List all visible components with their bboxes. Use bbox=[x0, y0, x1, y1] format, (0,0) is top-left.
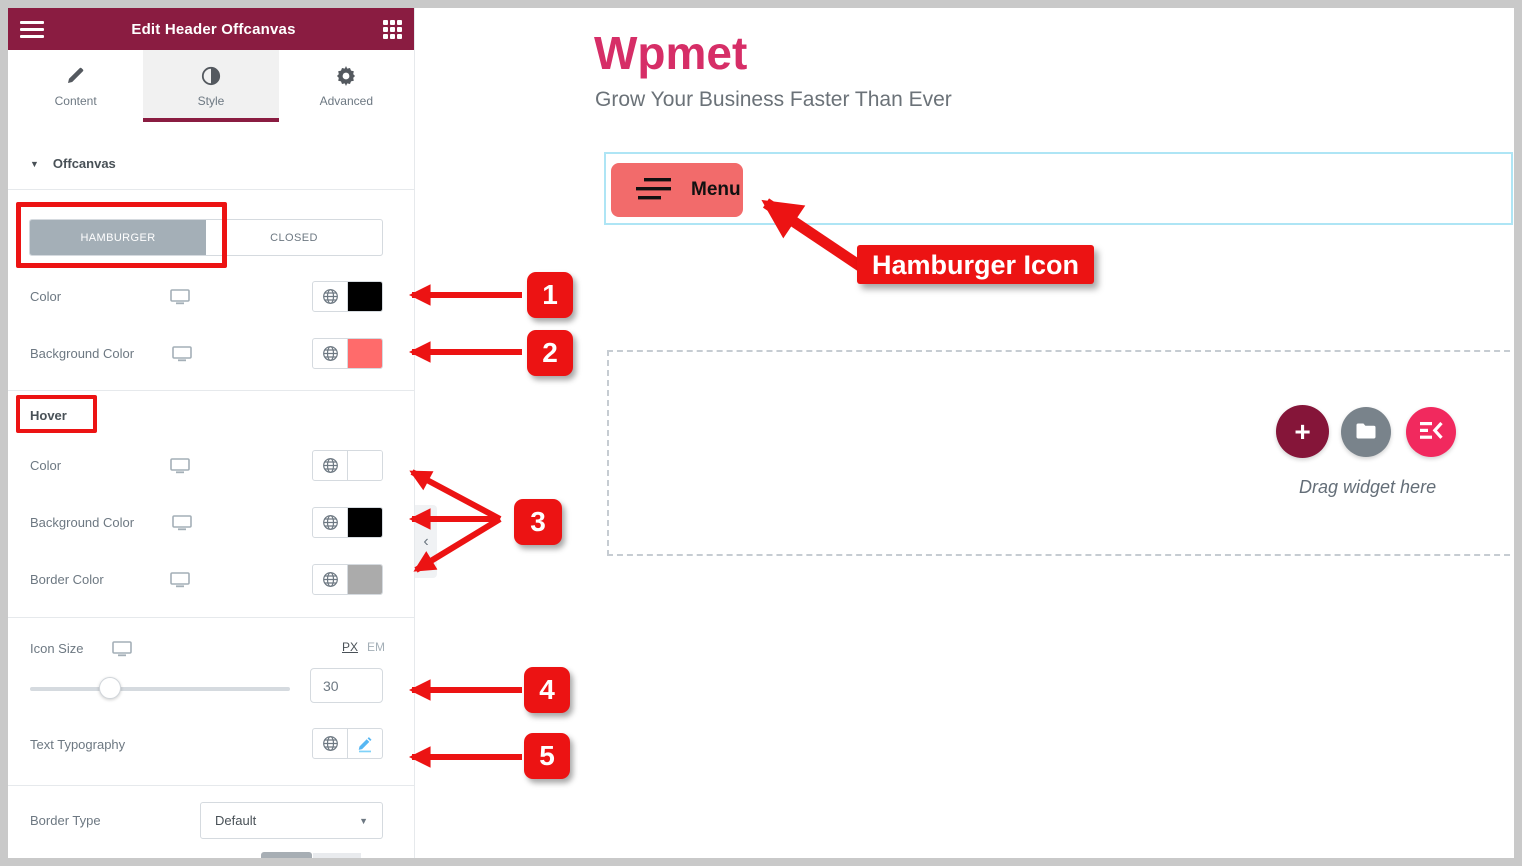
site-tagline-widget[interactable]: Grow Your Business Faster Than Ever bbox=[595, 88, 952, 111]
callout-badge-3: 3 bbox=[514, 499, 562, 545]
divider bbox=[8, 189, 415, 190]
color-control bbox=[312, 281, 383, 312]
callout-badge-4: 4 bbox=[524, 667, 570, 713]
tab-advanced-label: Advanced bbox=[319, 93, 373, 108]
hover-group-title: Hover bbox=[30, 408, 67, 423]
border-type-select[interactable]: Default ▼ bbox=[200, 802, 383, 839]
icon-size-label: Icon Size bbox=[30, 641, 84, 656]
hamburger-icon bbox=[636, 177, 674, 204]
responsive-desktop-icon[interactable] bbox=[112, 641, 132, 657]
contrast-icon bbox=[201, 65, 221, 87]
color-swatch[interactable] bbox=[348, 282, 382, 311]
clipped-next-control bbox=[261, 852, 383, 860]
unit-switcher: PX EM bbox=[342, 640, 385, 654]
hamburger-icon-annotation-label: Hamburger Icon bbox=[857, 245, 1095, 284]
hover-border-color-swatch[interactable] bbox=[348, 565, 382, 594]
divider bbox=[8, 390, 415, 391]
header-section-outline[interactable]: Menu bbox=[604, 152, 1513, 225]
panel-menu-icon[interactable] bbox=[20, 20, 44, 38]
menu-button-label: Menu bbox=[691, 179, 741, 200]
active-tab-underline bbox=[143, 118, 279, 122]
global-color-icon[interactable] bbox=[313, 508, 348, 537]
background-color-label: Background Color bbox=[30, 346, 135, 361]
hover-color-control bbox=[312, 450, 383, 481]
icon-size-input[interactable] bbox=[310, 668, 383, 703]
tab-content-label: Content bbox=[54, 93, 97, 108]
plus-icon: + bbox=[1294, 415, 1311, 447]
tab-content[interactable]: Content bbox=[8, 50, 144, 122]
panel-header: Edit Header Offcanvas bbox=[8, 8, 414, 50]
responsive-desktop-icon[interactable] bbox=[172, 515, 192, 531]
hover-border-color-control bbox=[312, 564, 383, 595]
widgets-grid-icon[interactable] bbox=[382, 19, 402, 39]
background-color-swatch[interactable] bbox=[348, 339, 382, 368]
text-typography-label: Text Typography bbox=[30, 737, 126, 752]
pencil-icon bbox=[66, 65, 85, 87]
offcanvas-menu-button[interactable]: Menu bbox=[611, 163, 743, 217]
responsive-desktop-icon[interactable] bbox=[170, 458, 190, 474]
global-color-icon[interactable] bbox=[313, 451, 348, 480]
tab-style-label: Style bbox=[197, 93, 225, 108]
add-widget-button[interactable]: + bbox=[1276, 405, 1329, 458]
color-label: Color bbox=[30, 289, 62, 304]
global-typography-icon[interactable] bbox=[313, 729, 348, 758]
icon-size-slider-handle[interactable] bbox=[99, 677, 121, 699]
callout-badge-1: 1 bbox=[527, 272, 573, 318]
elementskit-logo-icon bbox=[1419, 421, 1443, 442]
unit-em[interactable]: EM bbox=[367, 640, 386, 654]
panel-tabs: Content Style Advanced bbox=[8, 50, 414, 122]
toggle-option-hamburger[interactable]: HAMBURGER bbox=[30, 220, 206, 255]
elementskit-button[interactable] bbox=[1406, 407, 1456, 457]
responsive-desktop-icon[interactable] bbox=[170, 289, 190, 305]
caret-down-icon: ▼ bbox=[359, 815, 368, 826]
panel-collapse-handle[interactable]: ‹ bbox=[415, 505, 437, 578]
panel-title: Edit Header Offcanvas bbox=[131, 20, 296, 38]
drag-widget-hint: Drag widget here bbox=[1299, 477, 1437, 497]
folder-icon bbox=[1355, 422, 1377, 443]
toggle-option-closed[interactable]: CLOSED bbox=[270, 231, 318, 244]
hover-color-swatch[interactable] bbox=[348, 451, 382, 480]
caret-down-icon: ▼ bbox=[30, 158, 39, 169]
offcanvas-section-title: Offcanvas bbox=[52, 156, 116, 171]
template-library-button[interactable] bbox=[1341, 407, 1391, 457]
widget-settings-panel: Edit Header Offcanvas Content Style bbox=[8, 8, 415, 858]
site-title-widget[interactable]: Wpmet bbox=[594, 27, 748, 79]
callout-badge-2: 2 bbox=[527, 330, 573, 376]
hover-color-label: Color bbox=[30, 458, 62, 473]
divider bbox=[8, 617, 415, 618]
divider bbox=[8, 785, 415, 786]
background-color-control bbox=[312, 338, 383, 369]
hover-border-color-label: Border Color bbox=[30, 572, 104, 587]
callout-badge-5: 5 bbox=[524, 733, 570, 779]
offcanvas-state-toggle: HAMBURGER CLOSED bbox=[29, 219, 383, 256]
tab-style[interactable]: Style bbox=[143, 50, 279, 122]
border-type-value: Default bbox=[215, 813, 257, 828]
global-color-icon[interactable] bbox=[313, 282, 348, 311]
global-color-icon[interactable] bbox=[313, 565, 348, 594]
hover-background-color-control bbox=[312, 507, 383, 538]
global-color-icon[interactable] bbox=[313, 339, 348, 368]
text-typography-control bbox=[312, 728, 383, 759]
icon-size-slider-track[interactable] bbox=[30, 687, 290, 691]
tab-advanced[interactable]: Advanced bbox=[278, 50, 414, 122]
unit-px[interactable]: PX bbox=[342, 640, 359, 654]
gear-icon bbox=[336, 65, 356, 87]
border-type-label: Border Type bbox=[30, 813, 101, 828]
responsive-desktop-icon[interactable] bbox=[170, 572, 190, 588]
edit-typography-pencil-icon[interactable] bbox=[348, 729, 382, 758]
hover-background-color-label: Background Color bbox=[30, 515, 135, 530]
hover-background-color-swatch[interactable] bbox=[348, 508, 382, 537]
offcanvas-section-header[interactable]: ▼ Offcanvas bbox=[30, 156, 116, 171]
responsive-desktop-icon[interactable] bbox=[172, 346, 192, 362]
empty-section-drop-area[interactable] bbox=[607, 350, 1520, 556]
